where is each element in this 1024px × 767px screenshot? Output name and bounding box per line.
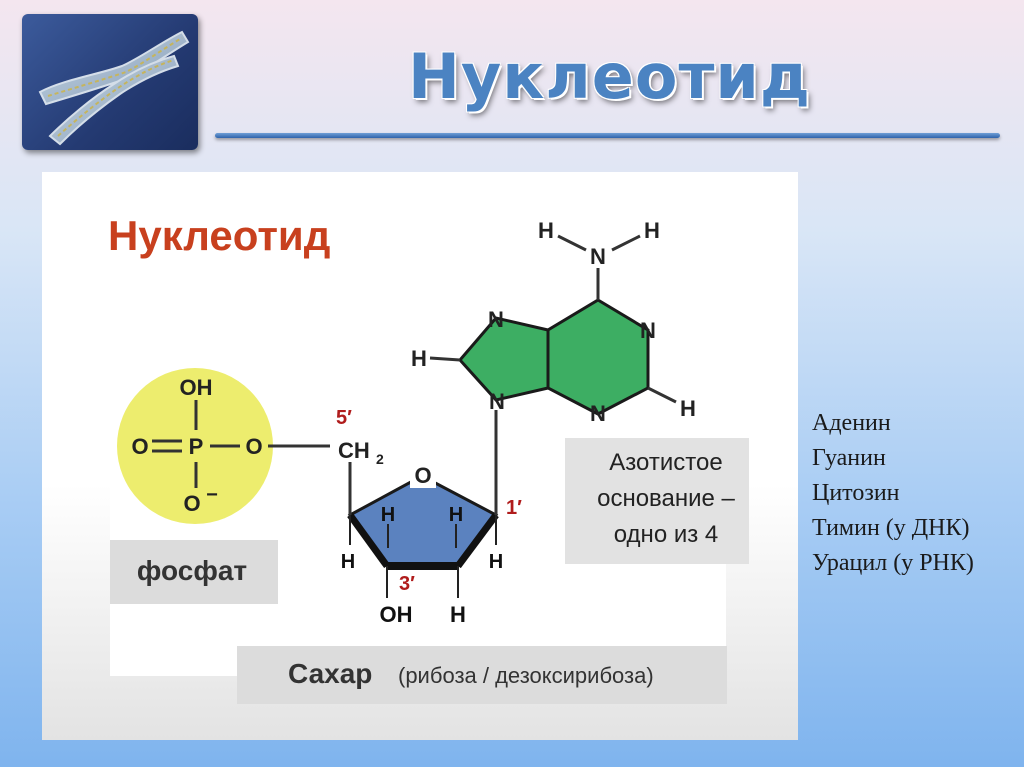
phosphate-label: фосфат (137, 555, 247, 586)
base-h8: H (411, 346, 427, 371)
diagram-heading: Нуклеотид (108, 212, 330, 259)
phosphate-o-left: O (131, 434, 148, 459)
base-n7: N (488, 307, 504, 332)
base-h8-bond (429, 356, 461, 362)
sugar-h-outer-right: H (489, 551, 503, 573)
base-item-uracil: Урацил (у РНК) (812, 550, 974, 576)
base-amine-h-bond-right (611, 234, 641, 252)
base-six-ring (546, 298, 650, 416)
sugar-ch2-subscript: 2 (376, 451, 384, 467)
sugar-label-main: Сахар (288, 658, 372, 689)
base-n3: N (590, 401, 606, 426)
bases-list: Аденин Гуанин Цитозин Тимин (у ДНК) Урац… (812, 406, 974, 581)
sugar-ring-o: O (414, 463, 431, 488)
sugar-ring-front-right (455, 512, 499, 569)
slide-title: Нуклеотид (408, 40, 811, 113)
phosphate-p: P (189, 434, 204, 459)
base-n-amine: N (590, 244, 606, 269)
base-item-adenine: Аденин (812, 410, 891, 436)
base-amine-h-bond-left (557, 234, 587, 252)
sugar-label-box (237, 646, 727, 704)
sugar-h-bottom: H (450, 602, 466, 627)
base-h2: H (680, 396, 696, 421)
base-n1: N (640, 318, 656, 343)
sugar-label-paren: (рибоза / дезоксирибоза) (398, 663, 654, 688)
base-label-line1: Азотистое (609, 449, 722, 476)
phosphate-minus-sign: − (206, 484, 218, 506)
base-five-ring (458, 316, 550, 402)
sugar-oh-bottom: OH (380, 602, 413, 627)
prime-5: 5′ (336, 407, 352, 429)
phosphate-o-right: O (245, 434, 262, 459)
phosphate-o-minus: O (183, 491, 200, 516)
title-divider (215, 133, 1000, 138)
chromosome-logo (22, 14, 198, 150)
base-label-line3: одно из 4 (614, 521, 719, 548)
sugar-h-outer-left: H (341, 551, 355, 573)
sugar-h-inner-right: H (449, 504, 463, 526)
base-label-box (565, 438, 749, 564)
sugar-ring-front-left (347, 512, 390, 569)
base-n9: N (489, 389, 505, 414)
base-h-top-right: H (644, 218, 660, 243)
base-h2-bond (647, 386, 677, 404)
phosphate-oh: OH (180, 375, 213, 400)
base-h-top-left: H (538, 218, 554, 243)
base-label-line2: основание – (597, 485, 735, 512)
chromosome-icon (38, 30, 190, 146)
base-item-cytosine: Цитозин (812, 480, 900, 506)
base-item-guanine: Гуанин (812, 445, 886, 471)
sugar-h-inner-left: H (381, 504, 395, 526)
prime-3: 3′ (399, 573, 415, 595)
base-item-thymine: Тимин (у ДНК) (812, 515, 970, 541)
sugar-ring-o-bg (410, 462, 436, 488)
sugar-ch: CH (338, 438, 370, 463)
prime-1: 1′ (506, 497, 522, 519)
phosphate-circle (117, 368, 273, 524)
phosphate-label-box (110, 540, 278, 604)
sugar-ring (347, 474, 499, 568)
